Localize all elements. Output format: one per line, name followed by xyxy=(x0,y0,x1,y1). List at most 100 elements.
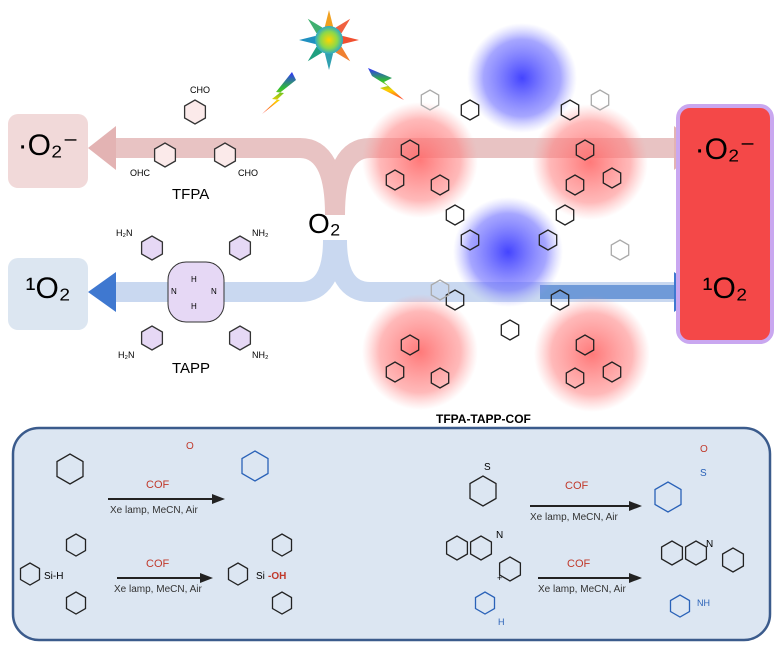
benzene-ring xyxy=(430,174,450,196)
amine-group: NH₂ xyxy=(252,228,269,238)
benzene-ring xyxy=(550,289,570,311)
light-bolt-icon xyxy=(368,68,404,100)
aldehyde-group: OHC xyxy=(130,168,150,178)
benzene-ring xyxy=(555,204,575,226)
benzene-ring xyxy=(400,334,420,356)
tapp-label: TAPP xyxy=(172,360,211,377)
benzene-ring xyxy=(602,167,622,189)
aldehyde-group: CHO xyxy=(190,85,210,95)
sun-ray xyxy=(324,10,334,27)
triphenylamine-glow xyxy=(362,102,478,218)
porphyrin-glow xyxy=(453,197,563,307)
benzene-ring xyxy=(430,367,450,389)
sun-ray xyxy=(307,46,323,62)
silanol-oh: -OH xyxy=(268,571,287,582)
benzene-ring xyxy=(153,142,177,168)
silane-label: Si-H xyxy=(44,571,64,582)
amine-group: H₂N xyxy=(118,350,135,360)
benzene-ring xyxy=(183,99,207,125)
benzene-ring xyxy=(140,325,164,351)
benzene-ring xyxy=(19,562,41,586)
tfpa-label: TFPA xyxy=(172,186,210,203)
catalyst-label: COF xyxy=(146,558,170,570)
benzene-ring xyxy=(610,239,630,261)
conditions-label: Xe lamp, MeCN, Air xyxy=(114,584,202,595)
benzene-ring xyxy=(469,535,493,561)
benzene-ring xyxy=(241,450,269,482)
porphyrin-n: N xyxy=(171,287,177,296)
amine-group: NH₂ xyxy=(252,350,269,360)
benzene-ring xyxy=(445,535,469,561)
benzene-ring xyxy=(660,540,684,566)
superoxide-box xyxy=(8,114,88,188)
sun-ray xyxy=(299,35,316,45)
aldehyde-group: CHO xyxy=(238,168,258,178)
benzene-ring xyxy=(400,139,420,161)
sun-ray xyxy=(335,46,351,62)
benzene-ring xyxy=(228,325,252,351)
porphyrin-n: N xyxy=(211,287,217,296)
oxygen-label: O₂ xyxy=(308,208,341,239)
plus-sign: + xyxy=(497,573,503,583)
amine-n: N xyxy=(496,530,504,541)
benzene-ring xyxy=(575,334,595,356)
sulfoxide-sulfur: S xyxy=(700,468,707,479)
benzene-ring xyxy=(474,591,496,615)
cof-superoxide-label: ·O₂⁻ xyxy=(694,133,756,166)
benzene-ring xyxy=(271,533,293,557)
cof-product-box xyxy=(676,104,774,344)
porphyrin-h: H xyxy=(191,302,197,311)
benzene-ring xyxy=(227,562,249,586)
triphenylamine-glow xyxy=(534,296,650,412)
reaction-panel xyxy=(11,426,772,642)
catalyst-label: COF xyxy=(565,480,589,492)
cof-structure xyxy=(362,23,650,412)
porphyrin-h: H xyxy=(191,275,197,284)
catalyst-label: COF xyxy=(567,558,591,570)
benzene-ring xyxy=(271,591,293,615)
reaction-arrows xyxy=(108,498,635,579)
superoxide-label: ·O₂⁻ xyxy=(17,129,79,162)
sun-ray xyxy=(307,18,323,34)
benzene-ring xyxy=(721,547,745,573)
benzene-ring xyxy=(65,591,87,615)
benzene-ring xyxy=(654,481,682,513)
benzene-ring xyxy=(469,475,497,507)
benzene-ring xyxy=(575,139,595,161)
benzene-ring xyxy=(684,540,708,566)
benzene-ring xyxy=(228,235,252,261)
triphenylamine-glow xyxy=(362,294,478,410)
benzene-ring xyxy=(590,89,610,111)
silanol-si: Si xyxy=(256,571,265,582)
indole-h: H xyxy=(498,617,505,627)
benzene-ring xyxy=(602,361,622,383)
singlet-oxygen-label: ¹O₂ xyxy=(25,272,71,305)
benzene-ring xyxy=(460,99,480,121)
benzene-ring xyxy=(385,361,405,383)
conditions-label: Xe lamp, MeCN, Air xyxy=(530,512,618,523)
conditions-label: Xe lamp, MeCN, Air xyxy=(538,584,626,595)
benzene-ring xyxy=(560,99,580,121)
benzene-ring xyxy=(420,89,440,111)
sun-ray xyxy=(342,35,359,45)
cof-label: TFPA-TAPP-COF xyxy=(436,412,531,426)
benzene-ring xyxy=(56,453,84,485)
triphenylamine-glow xyxy=(532,104,648,220)
product-n: N xyxy=(706,539,714,550)
benzene-ring xyxy=(385,169,405,191)
amine-group: H₂N xyxy=(116,228,133,238)
benzene-ring xyxy=(565,174,585,196)
light-bolt-icon xyxy=(262,72,296,114)
benzene-ring xyxy=(460,229,480,251)
benzene-ring xyxy=(445,289,465,311)
benzene-ring xyxy=(500,319,520,341)
cof-singlet-oxygen-label: ¹O₂ xyxy=(702,272,748,305)
benzene-ring xyxy=(65,533,87,557)
ketone-oxygen: O xyxy=(186,441,194,452)
benzene-ring xyxy=(213,142,237,168)
porphyrin-core xyxy=(167,261,225,323)
benzene-ring xyxy=(430,279,450,301)
sulfoxide-oxygen: O xyxy=(700,444,708,455)
sulfur-atom: S xyxy=(484,462,491,473)
catalyst-label: COF xyxy=(146,479,170,491)
